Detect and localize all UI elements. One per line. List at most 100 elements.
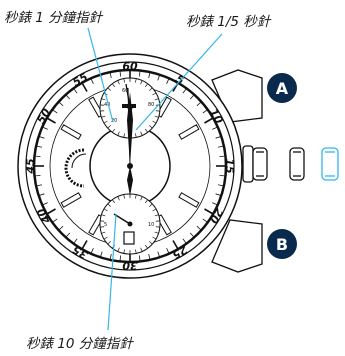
minute-tick <box>148 72 151 79</box>
subdial-tick <box>154 214 159 217</box>
minute-tick <box>215 135 222 139</box>
subdial-tick <box>154 115 159 118</box>
subdial-tick <box>103 120 108 124</box>
minute-tick <box>148 253 151 260</box>
minute-tick <box>119 70 121 77</box>
subdial-tick <box>149 87 153 91</box>
subdial-label: 40 <box>104 102 110 108</box>
minute-tick <box>202 109 208 114</box>
hour-baton <box>60 124 82 140</box>
subdial-tick <box>112 199 116 204</box>
subdial-tick <box>152 120 157 124</box>
hour-baton <box>60 192 82 208</box>
subdial-tick <box>117 247 120 252</box>
minute-tick <box>189 94 195 100</box>
pusher-a-label: A <box>276 79 289 98</box>
subdial-tick <box>101 214 106 217</box>
minute-tick <box>217 145 224 148</box>
subdial-tick <box>101 231 106 234</box>
minute-tick <box>139 255 141 262</box>
minute-tick <box>90 248 94 254</box>
minute-tick <box>182 238 187 244</box>
subdial-tick <box>140 80 143 85</box>
subdial-tick <box>101 115 106 118</box>
minute-tick <box>157 251 161 258</box>
subdial-tick <box>135 133 137 138</box>
hour-baton <box>178 124 200 140</box>
leader-lines <box>87 27 223 331</box>
minute-tick <box>204 208 214 215</box>
minute-tick <box>172 240 179 250</box>
subdial-tick <box>112 83 116 88</box>
minute-tick <box>34 155 41 157</box>
subdial-tick <box>107 203 111 207</box>
subdial-label: 60 <box>122 88 128 94</box>
ghost-crown-icon <box>321 147 339 181</box>
subdial-tick <box>140 247 143 252</box>
minute-tick <box>38 193 45 197</box>
subdial-tick <box>154 231 159 234</box>
subdial-tick <box>107 87 111 91</box>
subdial-label: 20 <box>111 118 117 124</box>
subdial-tick <box>154 98 159 101</box>
minute-tick <box>58 225 64 231</box>
subdial-tick <box>152 236 157 240</box>
subdial-tick <box>123 78 125 83</box>
subdial-tick <box>117 80 120 85</box>
minute-tick <box>212 202 218 206</box>
subdial-tick <box>135 78 137 83</box>
minute-tick <box>34 175 41 177</box>
bezel-number: 15 <box>223 158 236 174</box>
subdial-tick <box>112 128 116 133</box>
callout-ten-minute-counter: 秒錶 10 分鐘指針 <box>26 336 133 352</box>
minute-tick <box>219 155 226 157</box>
minute-tick <box>90 78 94 84</box>
minute-tick <box>38 135 45 139</box>
subdial-ten-minute: 5 10 <box>99 193 161 255</box>
subdial-tick <box>144 83 148 88</box>
subdial-tick <box>101 98 106 101</box>
subdial-tick <box>135 194 137 199</box>
minute-tick <box>202 218 208 223</box>
subdial-tick <box>149 125 153 129</box>
minute-tick <box>157 74 161 81</box>
minute-tick <box>52 109 58 114</box>
minute-tick <box>212 126 218 130</box>
subdial-tick <box>144 199 148 204</box>
subdial-tick <box>140 131 143 136</box>
subdial-tick <box>123 194 125 199</box>
minute-tick <box>81 82 88 92</box>
subdial-label: 10 <box>148 222 154 228</box>
minute-tick <box>46 117 56 124</box>
minute-tick <box>58 101 64 107</box>
minute-tick <box>204 117 214 124</box>
callout-fifth-second: 秒錶 1/5 秒針 <box>186 14 271 30</box>
subdial-tick <box>149 241 153 245</box>
minute-tick <box>139 70 141 77</box>
subdial-tick <box>152 92 157 96</box>
date-window <box>123 231 135 245</box>
minute-tick <box>36 184 43 187</box>
hour-baton <box>178 192 200 208</box>
minute-tick <box>46 208 56 215</box>
minute-tick <box>215 193 222 197</box>
subdial-tick <box>149 203 153 207</box>
minute-tick <box>81 240 88 250</box>
bezel-number: 30 <box>122 259 138 272</box>
subdial-tick <box>107 125 111 129</box>
subdial-label: 80 <box>148 102 154 108</box>
minute-tick <box>182 88 187 94</box>
subdial-tick <box>107 241 111 245</box>
crown-icon <box>242 145 305 183</box>
minute-tick <box>73 88 78 94</box>
subdial-tick <box>144 128 148 133</box>
minute-tick <box>109 253 112 260</box>
minute-tick <box>109 72 112 79</box>
subdial-tick <box>135 249 137 254</box>
minute-tick <box>99 251 103 258</box>
minute-tick <box>166 78 170 84</box>
subdial-tick <box>144 244 148 249</box>
hour-markers <box>60 96 200 236</box>
pusher-a: A <box>267 73 297 103</box>
